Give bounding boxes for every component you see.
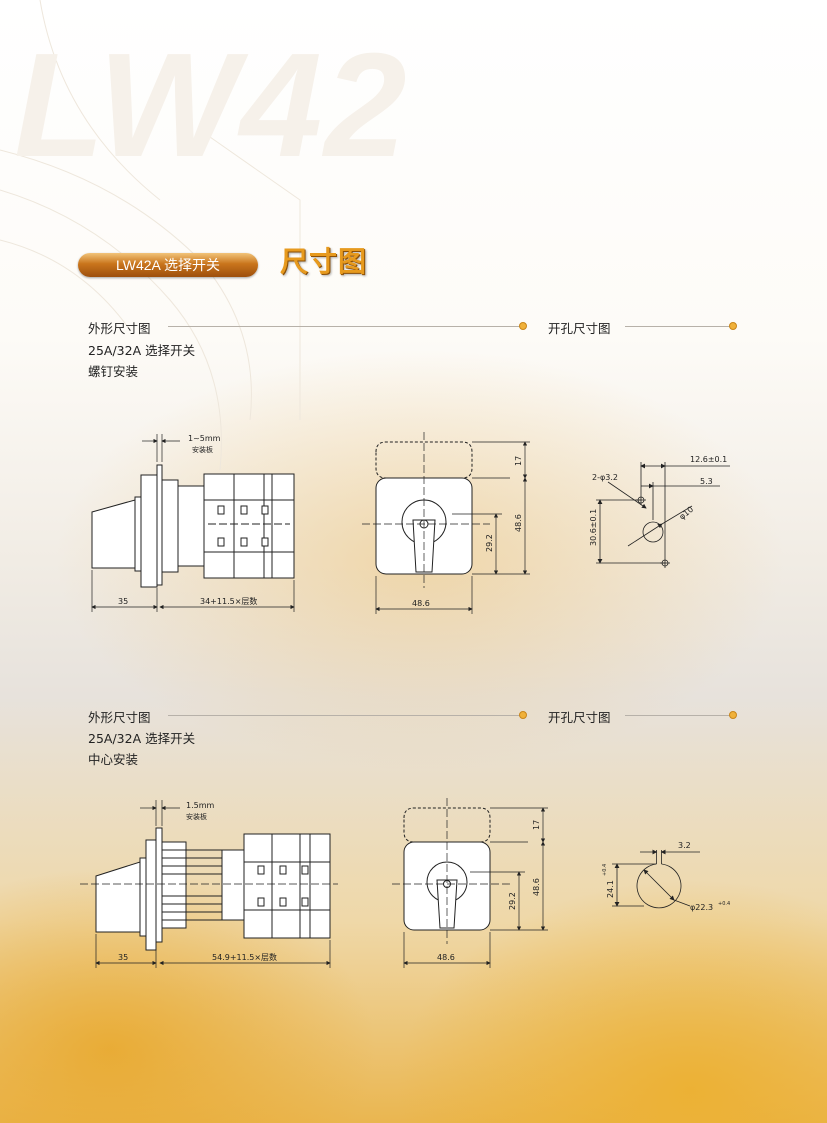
upper-cutout-center: φ10 bbox=[678, 505, 696, 522]
divider-line bbox=[625, 326, 730, 327]
lower-outline-heading: 外形尺寸图 bbox=[88, 710, 151, 725]
upper-cutout-view bbox=[596, 462, 730, 568]
lower-cutout-view bbox=[612, 849, 700, 909]
upper-body-length: 34+11.5×层数 bbox=[200, 596, 257, 606]
upper-cutout-heading: 开孔尺寸图 bbox=[548, 321, 611, 336]
lower-front-view bbox=[392, 798, 512, 944]
upper-panel-label: 安装板 bbox=[192, 445, 213, 454]
lower-panel-label: 安装板 bbox=[186, 812, 207, 821]
upper-outline-heading: 外形尺寸图 bbox=[88, 321, 151, 336]
lower-mount: 中心安装 bbox=[88, 752, 139, 767]
divider-line bbox=[168, 715, 520, 716]
upper-side-view bbox=[91, 464, 295, 588]
upper-front-h-top: 17 bbox=[514, 456, 523, 466]
lower-side-view bbox=[80, 827, 338, 951]
upper-front-width: 48.6 bbox=[412, 599, 430, 608]
upper-front-dimensions bbox=[375, 441, 530, 614]
lower-front-width: 48.6 bbox=[437, 953, 455, 962]
upper-front-h-mid: 29.2 bbox=[485, 534, 494, 552]
lower-body-length: 54.9+11.5×层数 bbox=[212, 952, 277, 962]
upper-spec: 25A/32A 选择开关 bbox=[88, 343, 196, 358]
upper-front-h-total: 48.6 bbox=[514, 514, 523, 532]
lower-spec: 25A/32A 选择开关 bbox=[88, 731, 196, 746]
divider-dot bbox=[519, 322, 527, 330]
lower-front-h-top: 17 bbox=[532, 820, 541, 830]
lower-cutout-dia: φ22.3 bbox=[690, 903, 713, 912]
lower-side-dimensions bbox=[95, 800, 331, 968]
lower-cutout-vert-tol: +0.4 bbox=[602, 864, 608, 876]
upper-handle-length: 35 bbox=[118, 597, 128, 606]
divider-line bbox=[168, 326, 520, 327]
watermark-text: LW42 bbox=[14, 23, 409, 188]
upper-front-view bbox=[362, 432, 490, 588]
lower-front-dimensions bbox=[403, 807, 548, 968]
upper-side-dimensions bbox=[91, 434, 295, 612]
lower-cutout-d1: 3.2 bbox=[678, 841, 691, 850]
upper-mount: 螺钉安装 bbox=[88, 364, 139, 379]
divider-dot bbox=[729, 711, 737, 719]
divider-dot bbox=[519, 711, 527, 719]
upper-cutout-d2: 5.3 bbox=[700, 477, 713, 486]
upper-cutout-hole: 2-φ3.2 bbox=[592, 473, 618, 482]
lower-cutout-dia-tol: +0.4 bbox=[718, 901, 730, 907]
lower-cutout-vert: 24.1 bbox=[606, 880, 615, 898]
upper-cutout-vert: 30.6±0.1 bbox=[589, 509, 598, 546]
section-pill: LW42A 选择开关 bbox=[78, 253, 258, 277]
lower-front-h-total: 48.6 bbox=[532, 878, 541, 896]
lower-cutout-heading: 开孔尺寸图 bbox=[548, 710, 611, 725]
divider-dot bbox=[729, 322, 737, 330]
upper-panel-thickness: 1~5mm bbox=[188, 434, 221, 443]
page-title: 尺寸图 bbox=[280, 245, 368, 278]
lower-panel-thickness: 1.5mm bbox=[186, 801, 215, 810]
lower-handle-length: 35 bbox=[118, 953, 128, 962]
lower-front-h-mid: 29.2 bbox=[508, 892, 517, 910]
divider-line bbox=[625, 715, 730, 716]
upper-cutout-d1: 12.6±0.1 bbox=[690, 455, 727, 464]
